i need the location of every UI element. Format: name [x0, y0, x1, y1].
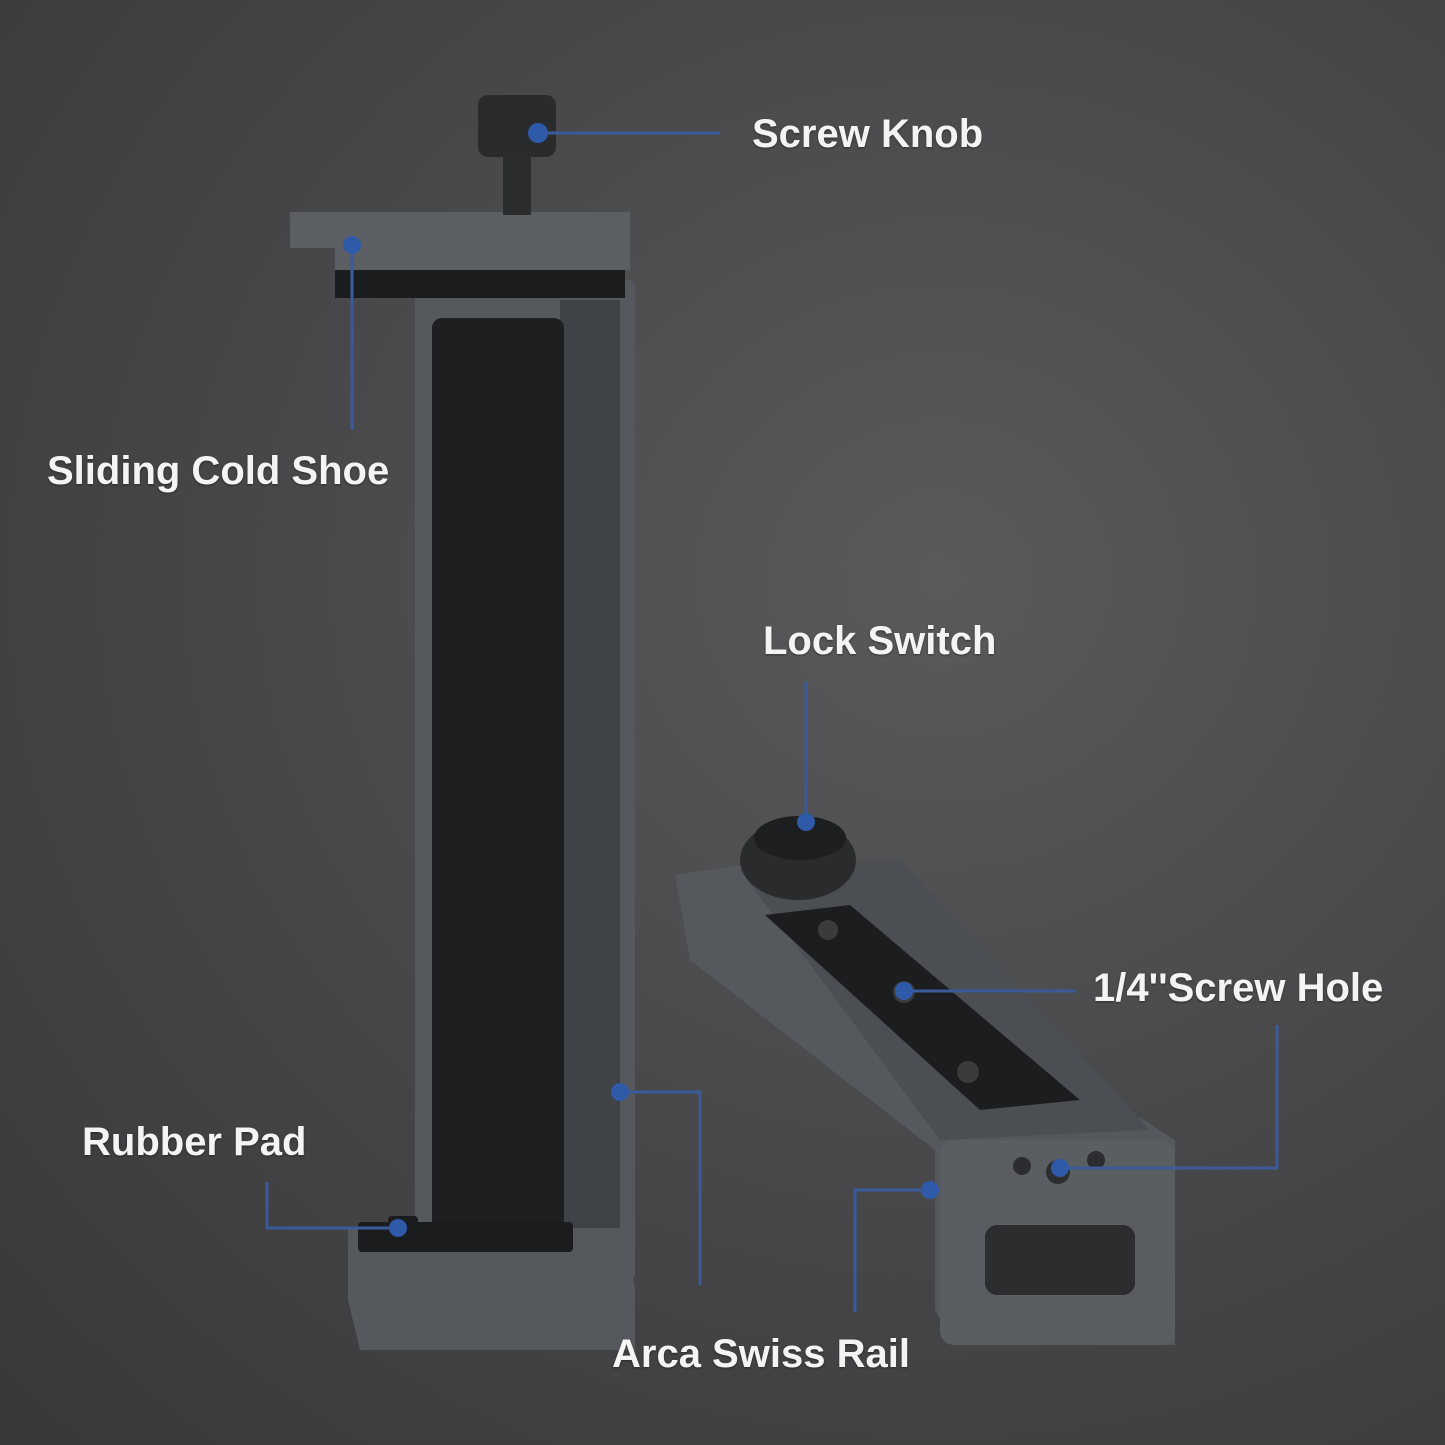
- callout-dots: [343, 123, 1069, 1237]
- label-screw-hole: 1/4''Screw Hole: [1093, 966, 1384, 1010]
- callout-line-screw-hole-2: [1060, 1025, 1279, 1170]
- rubber-grip: [432, 318, 564, 1248]
- callout-line-arca-2: [853, 1188, 930, 1312]
- horizontal-phone-holder: [675, 816, 1175, 1345]
- label-lock-switch: Lock Switch: [763, 619, 997, 663]
- label-arca-swiss-rail: Arca Swiss Rail: [612, 1332, 910, 1376]
- bottom-clamp: [348, 1228, 635, 1350]
- callout-line-rubber-pad: [265, 1182, 398, 1230]
- label-screw-knob: Screw Knob: [752, 112, 984, 156]
- label-rubber-pad: Rubber Pad: [82, 1120, 307, 1164]
- callout-line-arca-1: [620, 1090, 702, 1285]
- callout-lines: [265, 131, 1279, 1312]
- vertical-phone-holder: [290, 95, 635, 1350]
- rubber-top: [765, 905, 1080, 1110]
- top-clamp: [290, 212, 630, 270]
- label-sliding-cold-shoe: Sliding Cold Shoe: [47, 449, 390, 493]
